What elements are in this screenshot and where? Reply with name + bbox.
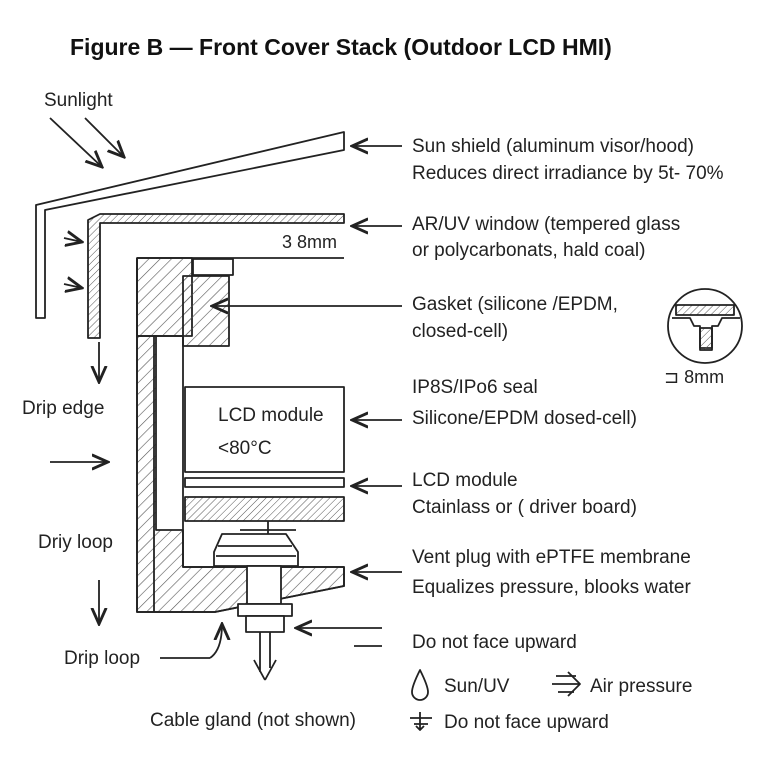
lcd-module-box bbox=[184, 386, 345, 473]
bezel-block bbox=[182, 275, 230, 347]
sun-uv-legend-icon bbox=[411, 669, 429, 701]
drip-loop-lower-label: Drip loop bbox=[64, 648, 141, 669]
callout-gasket-line1: Gasket (silicone /EPDM, bbox=[412, 294, 618, 315]
vent-plug bbox=[213, 533, 299, 567]
cable-gland bbox=[246, 565, 282, 605]
sunlight-arrow-1 bbox=[49, 117, 102, 167]
cable-gland-label: Cable gland (not shown) bbox=[150, 710, 356, 731]
legend-do-not-face: Do not face upward bbox=[444, 712, 609, 733]
callout-window-line1: AR/UV window (tempered glass bbox=[412, 214, 681, 235]
callout-seal-line2: Silicone/EPDM dosed-cell) bbox=[412, 408, 637, 429]
callout-seal-line1: IP8S/IPo6 seal bbox=[412, 377, 538, 398]
callout-upward-line1: Do not face upward bbox=[412, 632, 577, 653]
callout-lcd-line2: Ctainlass or ( driver board) bbox=[412, 497, 637, 518]
cable-down-arrow bbox=[253, 632, 277, 681]
legend-sun-uv: Sun/UV bbox=[444, 676, 510, 697]
air-pressure-legend-icon bbox=[552, 671, 581, 697]
sunlight-arrow-2 bbox=[84, 117, 124, 157]
lcd-layer bbox=[184, 477, 345, 488]
lcd-module-inner-label: LCD module bbox=[218, 405, 324, 426]
legend-air-pressure: Air pressure bbox=[590, 676, 693, 697]
window-thickness-label: 3 8mm bbox=[282, 232, 338, 252]
callout-window-line2: or polycarbonats, hald coal) bbox=[412, 240, 646, 261]
ar-uv-window bbox=[87, 213, 345, 339]
sun-shield-visor bbox=[35, 131, 345, 319]
callout-gasket-line2: closed-cell) bbox=[412, 321, 509, 342]
callout-lcd-line1: LCD module bbox=[412, 470, 518, 491]
drip-loop-upper-label: Driy loop bbox=[38, 532, 113, 553]
do-not-face-legend-icon bbox=[410, 712, 432, 731]
figure-title: Figure B — Front Cover Stack (Outdoor LC… bbox=[70, 34, 612, 60]
callout-sun-shield-line1: Sun shield (aluminum visor/hood) bbox=[412, 136, 694, 157]
detail-thickness-label: ⊐ 8mm bbox=[664, 367, 725, 387]
callout-sun-shield-line2: Reduces direct irradiance by 5t- 70% bbox=[412, 163, 724, 184]
seal-detail-inset bbox=[667, 288, 743, 364]
driver-board bbox=[184, 496, 345, 522]
sunlight-label: Sunlight bbox=[44, 90, 113, 111]
drip-edge-label: Drip edge bbox=[22, 398, 105, 419]
callout-vent-line2: Equalizes pressure, blooks water bbox=[412, 577, 691, 598]
gasket-top bbox=[192, 258, 234, 276]
callout-vent-line1: Vent plug with ePTFE membrane bbox=[412, 547, 691, 568]
temperature-label: <80°C bbox=[218, 438, 272, 459]
